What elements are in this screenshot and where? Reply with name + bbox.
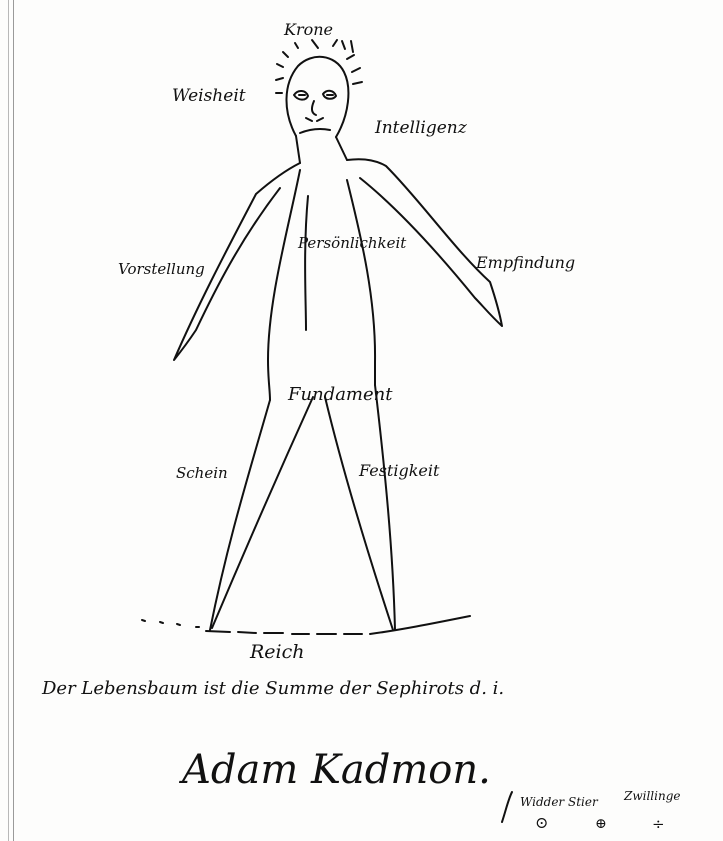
right-leg bbox=[375, 385, 395, 630]
label-fundament: Fundament bbox=[288, 386, 392, 404]
caption-line: Der Lebensbaum ist die Summe der Sephiro… bbox=[42, 680, 504, 698]
torso-right bbox=[347, 180, 375, 385]
torso-left bbox=[268, 170, 300, 400]
adam-kadmon-title: Adam Kadmon. bbox=[182, 750, 491, 790]
label-intelligenz: Intelligenz bbox=[375, 120, 467, 137]
sun-symbol: ⊙ bbox=[535, 815, 548, 831]
label-persoenlichkeit: Persönlichkeit bbox=[298, 236, 406, 251]
label-festigkeit: Festigkeit bbox=[359, 463, 439, 479]
label-vorstellung: Vorstellung bbox=[118, 262, 205, 277]
note-zwillinge: Zwillinge bbox=[624, 790, 680, 802]
label-schein: Schein bbox=[176, 466, 228, 481]
bracket-stroke bbox=[502, 792, 512, 822]
face bbox=[294, 91, 336, 133]
label-weisheit: Weisheit bbox=[172, 88, 246, 105]
label-reich: Reich bbox=[250, 643, 305, 662]
division-symbol: ÷ bbox=[652, 817, 665, 832]
inner-left-leg bbox=[212, 397, 313, 628]
inner-right-leg bbox=[325, 397, 393, 630]
ground-line bbox=[142, 616, 470, 634]
earth-symbol: ⊕ bbox=[595, 817, 607, 831]
label-empfindung: Empfindung bbox=[476, 255, 575, 271]
note-widder-stier: Widder Stier bbox=[520, 796, 598, 808]
label-krone: Krone bbox=[284, 22, 333, 38]
torso-center-fold bbox=[305, 196, 308, 330]
